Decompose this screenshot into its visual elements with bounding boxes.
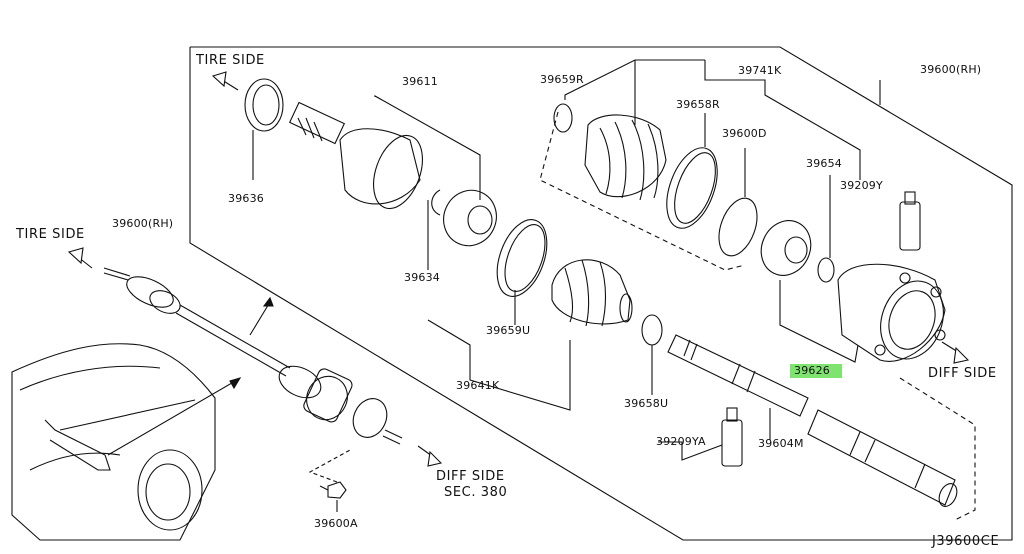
part-39634[interactable]: 39634 bbox=[404, 271, 440, 284]
part-39604m[interactable]: 39604M bbox=[758, 437, 804, 450]
arrow-diff-side-bottom bbox=[417, 445, 443, 467]
arrowhead-up bbox=[262, 296, 274, 307]
snap-ring-39634 bbox=[431, 189, 441, 216]
leader-39641k bbox=[427, 319, 571, 411]
grease-tube-39209ya bbox=[721, 407, 743, 467]
part-39658r[interactable]: 39658R bbox=[676, 98, 720, 111]
boot-right bbox=[584, 114, 667, 201]
band-39659u bbox=[496, 219, 548, 297]
exploded-frame bbox=[189, 46, 1013, 541]
leader-39611 bbox=[374, 95, 481, 200]
circlip-39654 bbox=[817, 257, 835, 283]
ring-39600d bbox=[718, 197, 758, 257]
diagram-code: J39600CE bbox=[932, 534, 1000, 549]
label-tire-side-top: TIRE SIDE bbox=[196, 53, 265, 68]
bracket-39741k bbox=[704, 60, 861, 180]
part-39659u[interactable]: 39659U bbox=[486, 324, 531, 337]
part-39658u[interactable]: 39658U bbox=[624, 397, 669, 410]
outer-cv-joint-39611 bbox=[288, 101, 423, 210]
part-39600rh-left[interactable]: 39600(RH) bbox=[112, 217, 174, 230]
housing-39626 bbox=[837, 263, 946, 362]
label-diff-side-right: DIFF SIDE bbox=[928, 366, 997, 381]
part-39600d[interactable]: 39600D bbox=[722, 127, 767, 140]
grease-tube-39209y bbox=[899, 191, 921, 251]
arrow-tire-side-top bbox=[211, 71, 239, 91]
part-39600a[interactable]: 39600A bbox=[314, 517, 358, 530]
part-39209y[interactable]: 39209Y bbox=[840, 179, 883, 192]
label-diff-side-bottom: DIFF SIDE bbox=[436, 469, 505, 484]
label-diff-side-sec: SEC. 380 bbox=[444, 485, 508, 500]
part-39641k[interactable]: 39641K bbox=[456, 379, 500, 392]
part-39611[interactable]: 39611 bbox=[402, 75, 438, 88]
small-shaft-assembly bbox=[103, 267, 403, 445]
part-39741k[interactable]: 39741K bbox=[738, 64, 782, 77]
bolt-39600a-shape bbox=[319, 481, 347, 499]
band-39659r bbox=[553, 103, 573, 133]
arrow-up bbox=[249, 301, 271, 336]
dashed-group-top bbox=[539, 111, 746, 271]
dashed-39600a bbox=[308, 449, 351, 483]
shaft-39604m bbox=[667, 334, 958, 507]
part-39600rh-top[interactable]: 39600(RH) bbox=[920, 63, 982, 76]
part-39626[interactable]: 39626 bbox=[790, 364, 842, 378]
leader-39626 bbox=[779, 280, 859, 363]
arrow-tire-side-left bbox=[67, 247, 93, 269]
bracket-39659r bbox=[564, 59, 705, 100]
inner-race bbox=[443, 189, 497, 247]
seal-39636 bbox=[244, 78, 284, 132]
part-39636[interactable]: 39636 bbox=[228, 192, 264, 205]
band-39658r bbox=[666, 147, 718, 229]
car-silhouette bbox=[11, 343, 216, 541]
part-39659r[interactable]: 39659R bbox=[540, 73, 584, 86]
part-39654[interactable]: 39654 bbox=[806, 157, 842, 170]
boot-left bbox=[551, 259, 633, 327]
band-39658u bbox=[641, 314, 663, 346]
label-tire-side-left: TIRE SIDE bbox=[16, 227, 85, 242]
inner-race-right bbox=[760, 220, 812, 276]
arrowhead-car-1 bbox=[229, 377, 242, 390]
arrow-diff-side-right bbox=[941, 341, 970, 364]
arrow-car-2 bbox=[59, 399, 196, 431]
part-39209ya[interactable]: 39209YA bbox=[656, 435, 706, 448]
arrow-car-1 bbox=[107, 379, 238, 456]
dashed-group-right bbox=[899, 377, 976, 521]
